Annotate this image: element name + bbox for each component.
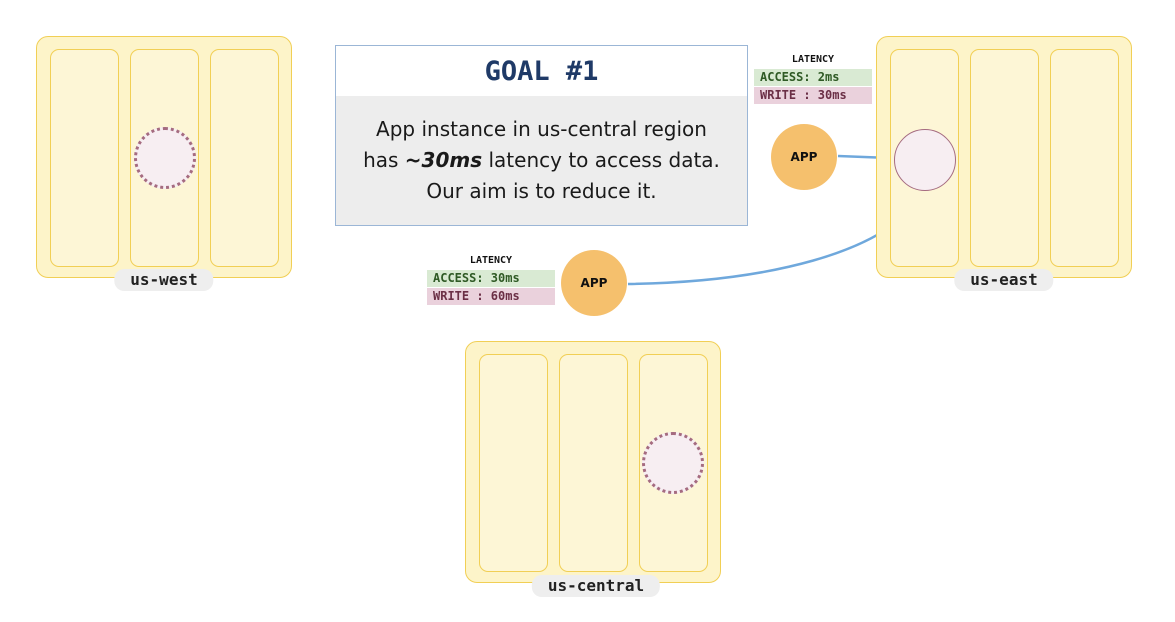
zone [210,49,279,267]
zone [479,354,548,572]
region-label-us-west: us-west [114,269,214,291]
region-us-west [36,36,292,278]
goal-line-3: Our aim is to reduce it. [426,179,657,203]
region-us-east [876,36,1132,278]
follower-replica [134,127,196,189]
latency-title: LATENCY [791,54,835,65]
goal-line-2-suffix: latency to access data. [482,148,720,172]
region-label-us-east: us-east [954,269,1054,291]
app-label: APP [580,276,608,290]
latency-title: LATENCY [469,255,513,266]
zone [970,49,1039,267]
goal-title: GOAL #1 [336,46,747,96]
latency-access: ACCESS: 2ms [754,69,872,86]
app-instance-central: APP [561,250,627,316]
leader-replica [894,129,956,191]
goal-line-1: App instance in us-central region [376,117,707,141]
goal-body: App instance in us-central region has ~3… [336,96,747,207]
goal-line-2: has ~30ms latency to access data. [336,145,747,176]
zone [1050,49,1119,267]
app-instance-east: APP [771,124,837,190]
region-label-us-central: us-central [531,575,661,597]
region-us-central [465,341,721,583]
zone [50,49,119,267]
goal-line-2-prefix: has [363,148,405,172]
zone [559,354,628,572]
latency-east: LATENCY ACCESS: 2ms WRITE : 30ms [754,53,872,105]
follower-replica [642,432,704,494]
latency-central: LATENCY ACCESS: 30ms WRITE : 60ms [427,254,555,306]
latency-write: WRITE : 30ms [754,87,872,104]
latency-access: ACCESS: 30ms [427,270,555,287]
app-label: APP [790,150,818,164]
latency-write: WRITE : 60ms [427,288,555,305]
goal-box: GOAL #1 App instance in us-central regio… [335,45,748,226]
goal-line-2-emphasis: ~30ms [404,148,483,172]
